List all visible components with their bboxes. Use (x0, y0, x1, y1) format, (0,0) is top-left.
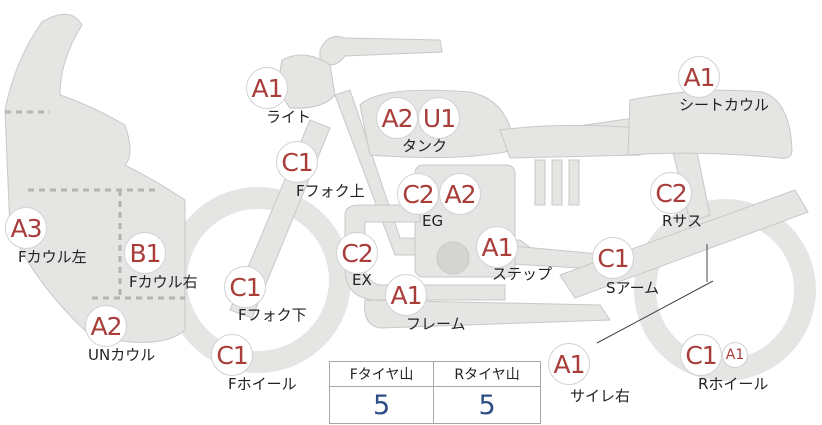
front-fork-upper-label: Fフォク上 (296, 182, 365, 200)
front-fork-lower-grade: C1 (224, 266, 266, 308)
exhaust-shape (344, 204, 506, 301)
tank-grade: A2 U1 (376, 97, 460, 139)
rear-tyre-value: 5 (433, 386, 541, 424)
tyre-table-value-row: 5 5 (328, 386, 541, 424)
frame-grade: A1 (385, 274, 427, 316)
front-wheel-label: Fホイール (228, 375, 297, 393)
grade-circle: C2 (650, 172, 692, 214)
grade-circle: C1 (592, 237, 634, 279)
rear-wheel-shape (634, 199, 816, 381)
step-grade: A1 (476, 226, 518, 268)
front-cowl-left-grade: A3 (5, 207, 47, 249)
grade-circle-small: A1 (722, 342, 748, 368)
grade-circle: U1 (418, 97, 460, 139)
grade-circle: C1 (224, 266, 266, 308)
grade-circle: C1 (276, 141, 318, 183)
leader-lines (596, 244, 714, 344)
under-cowl-grade: A2 (85, 305, 127, 347)
grade-circle: A2 (376, 97, 418, 139)
rear-wheel-label: Rホイール (698, 375, 769, 393)
tyre-tread-table: Fタイヤ山 Rタイヤ山 5 5 (328, 361, 541, 424)
seat-shape (499, 124, 641, 159)
rear-suspension-grade: C2 (650, 172, 692, 214)
engine-grade: C2 A2 (397, 173, 481, 215)
swing-arm-label: Sアーム (606, 279, 660, 297)
grade-circle: C2 (336, 232, 378, 274)
grade-circle: A1 (678, 56, 720, 98)
front-fork-lower-label: Fフォク下 (238, 306, 307, 324)
grade-circle: A1 (385, 274, 427, 316)
grade-circle: A2 (439, 173, 481, 215)
grade-circle: B1 (124, 232, 166, 274)
front-cowl-shape (4, 13, 186, 343)
swing-arm-grade: C1 (592, 237, 634, 279)
front-tyre-value: 5 (328, 386, 435, 424)
grade-circle: C1 (211, 334, 253, 376)
seat-cowl-label: シートカウル (679, 96, 770, 114)
front-fork-upper-grade: C1 (276, 141, 318, 183)
seat-cowl-grade: A1 (678, 56, 720, 98)
silencer-right-label: サイレ右 (570, 387, 631, 405)
grade-circle: A2 (85, 305, 127, 347)
tank-label: タンク (402, 137, 448, 155)
step-label: ステップ (492, 265, 553, 283)
grade-circle: C1 (680, 334, 722, 376)
front-cowl-left-label: Fカウル左 (18, 248, 87, 266)
headlight-shape (279, 54, 336, 109)
front-cowl-right-grade: B1 (124, 232, 166, 274)
grade-circle: A1 (476, 226, 518, 268)
rear-wheel-grade: C1 A1 (680, 334, 748, 376)
rear-suspension-label: Rサス (662, 212, 703, 230)
front-tyre-header: Fタイヤ山 (328, 361, 435, 387)
engine-cover-shape (436, 241, 470, 275)
handlebar-shape (319, 36, 443, 66)
light-grade: A1 (246, 67, 288, 109)
engine-label: EG (422, 212, 444, 230)
frame-label: フレーム (406, 315, 466, 333)
grade-circle: A1 (246, 67, 288, 109)
light-label: ライト (266, 108, 312, 126)
exhaust-label: EX (352, 271, 372, 289)
engine-fins-shape (534, 159, 580, 206)
grade-circle: A3 (5, 207, 47, 249)
grade-circle: A1 (548, 343, 590, 385)
front-cowl-right-label: Fカウル右 (129, 273, 198, 291)
grade-circle: C2 (397, 173, 439, 215)
front-wheel-grade: C1 (211, 334, 253, 376)
silencer-right-grade: A1 (548, 343, 590, 385)
tyre-table-header-row: Fタイヤ山 Rタイヤ山 (328, 361, 541, 387)
exhaust-grade: C2 (336, 232, 378, 274)
cowl-panel-lines (5, 110, 185, 300)
under-cowl-label: UNカウル (88, 346, 156, 364)
rear-tyre-header: Rタイヤ山 (433, 361, 541, 387)
frame-bottom-shape (364, 299, 611, 329)
